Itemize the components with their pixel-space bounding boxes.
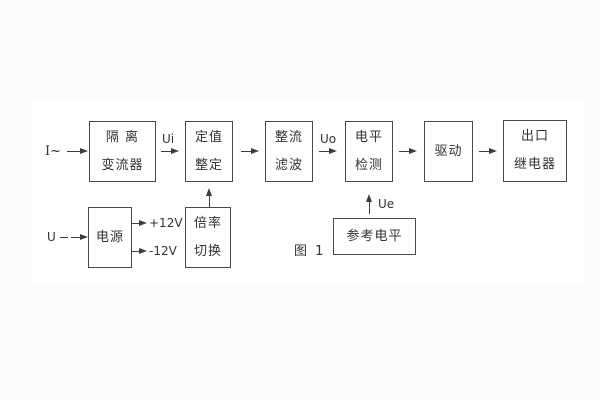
block-level-detect: 电平 检测	[345, 121, 393, 182]
block-label: 继电器	[513, 157, 556, 172]
block-label: 倍率	[193, 215, 222, 231]
arrow-right-icon	[479, 148, 497, 154]
arrow-up-icon	[206, 188, 212, 208]
block-label: 变流器	[101, 157, 144, 173]
input-current-label: I~	[45, 144, 62, 159]
block-label: 电平	[354, 129, 383, 145]
block-label: 出口	[520, 129, 549, 144]
arrow-right-icon	[132, 248, 147, 254]
arrow-right-icon	[132, 220, 147, 226]
arrow-right-icon	[67, 148, 88, 154]
minus12v-label: -12V	[149, 244, 177, 258]
block-label: 电源	[95, 229, 124, 245]
block-rectifier-filter: 整流 滤波	[265, 121, 313, 182]
block-label: 整定	[194, 157, 223, 173]
arrow-right-icon	[71, 234, 88, 240]
block-label: 驱动	[434, 143, 463, 159]
arrow-right-icon	[161, 148, 179, 154]
block-label: 切换	[193, 243, 222, 259]
arrow-right-icon	[319, 148, 337, 154]
signal-ue-label: Ue	[378, 197, 395, 211]
figure-caption: 图 1	[294, 244, 326, 259]
block-isolation-transformer: 隔 离 变流器	[89, 121, 156, 182]
block-label: 检测	[354, 157, 383, 173]
block-setting-adjust: 定值 整定	[185, 121, 233, 182]
arrow-up-icon	[366, 194, 372, 214]
block-power-supply: 电源	[88, 207, 132, 268]
input-voltage-label: U	[47, 230, 56, 244]
block-ratio-switch: 倍率 切换	[185, 207, 231, 268]
block-label: 整流	[274, 129, 303, 145]
line-segment	[60, 237, 68, 238]
arrow-right-icon	[399, 148, 417, 154]
arrow-right-icon	[241, 148, 259, 154]
signal-uo-label: Uo	[319, 132, 337, 146]
signal-ui-label: Ui	[161, 132, 175, 146]
plus12v-label: +12V	[149, 216, 183, 230]
block-reference-level: 参考电平	[333, 218, 416, 255]
block-output-relay: 出口 继电器	[503, 120, 567, 182]
block-label: 参考电平	[346, 228, 403, 244]
block-label: 定值	[194, 129, 223, 145]
block-label: 隔 离	[105, 129, 140, 145]
block-drive: 驱动	[424, 121, 473, 182]
block-label: 滤波	[274, 157, 303, 173]
